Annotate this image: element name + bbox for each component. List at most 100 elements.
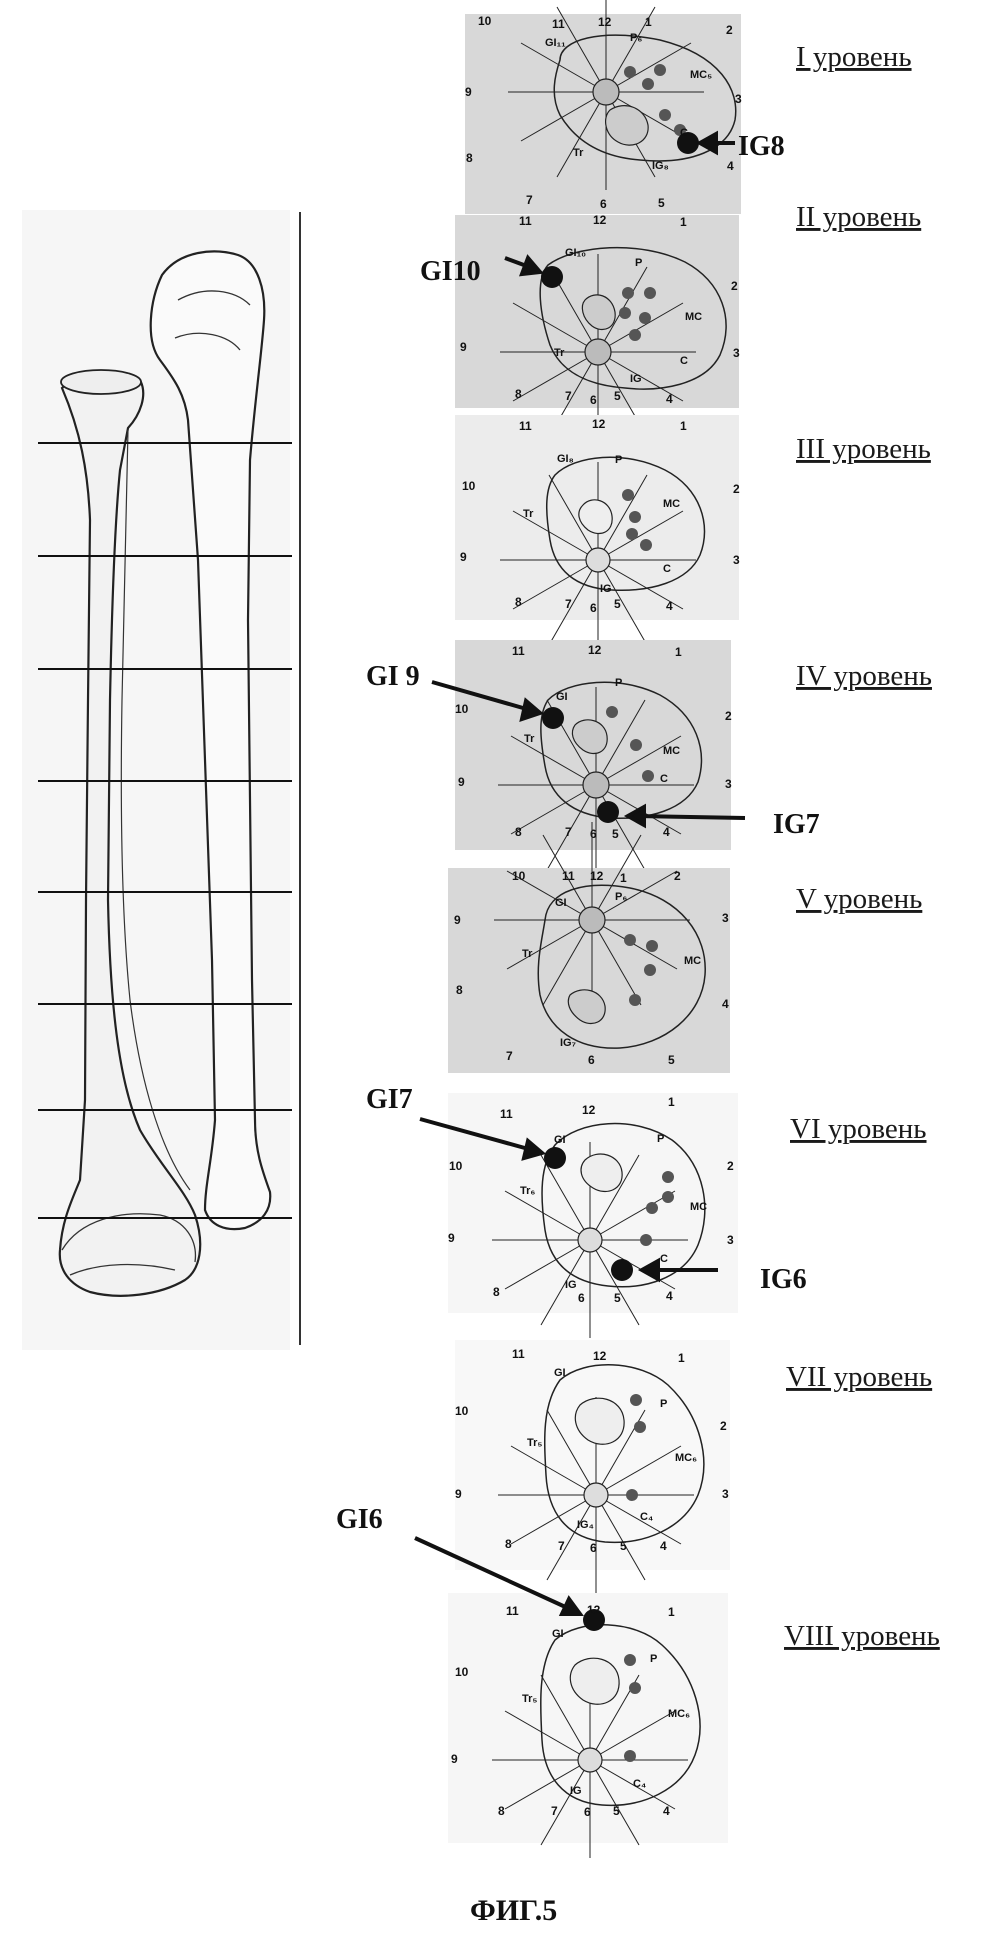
svg-text:7: 7 <box>558 1539 565 1553</box>
svg-text:8: 8 <box>498 1804 505 1818</box>
svg-text:C: C <box>660 1253 668 1265</box>
svg-text:C: C <box>680 355 688 367</box>
svg-text:1: 1 <box>668 1095 675 1109</box>
svg-text:6: 6 <box>590 1541 597 1555</box>
svg-text:10: 10 <box>455 1665 469 1679</box>
svg-text:12: 12 <box>588 643 602 657</box>
svg-text:10: 10 <box>512 869 526 883</box>
svg-text:9: 9 <box>460 340 467 354</box>
level-label-8: VIII уровень <box>784 1620 940 1652</box>
svg-text:GI₁₁: GI₁₁ <box>545 37 566 49</box>
svg-text:12: 12 <box>593 1349 607 1363</box>
svg-text:6: 6 <box>600 197 607 211</box>
svg-text:3: 3 <box>722 1487 729 1501</box>
svg-text:11: 11 <box>519 419 532 433</box>
svg-text:1: 1 <box>680 419 687 433</box>
svg-text:GI₈: GI₈ <box>557 453 574 465</box>
svg-text:6: 6 <box>590 601 597 615</box>
svg-text:11: 11 <box>512 644 525 658</box>
svg-text:12: 12 <box>587 1603 601 1617</box>
svg-text:4: 4 <box>663 825 670 839</box>
level-label-3: III уровень <box>796 433 931 465</box>
svg-text:GI: GI <box>554 1134 566 1146</box>
svg-text:8: 8 <box>466 151 473 165</box>
svg-text:8: 8 <box>493 1285 500 1299</box>
svg-text:1: 1 <box>675 645 682 659</box>
svg-text:2: 2 <box>727 1159 734 1173</box>
figure-caption: ФИГ.5 <box>470 1894 557 1927</box>
svg-text:8: 8 <box>515 825 522 839</box>
level-label-7: VII уровень <box>786 1361 932 1393</box>
svg-text:6: 6 <box>584 1805 591 1819</box>
cross-section-level-8: 1112110 987654 GIPMC₆C₄IGTr₅ <box>448 1593 728 1858</box>
svg-text:MC: MC <box>663 498 680 510</box>
svg-text:P₆: P₆ <box>630 32 642 44</box>
svg-text:9: 9 <box>458 775 465 789</box>
svg-text:5: 5 <box>620 1539 627 1553</box>
svg-text:GI: GI <box>556 691 568 703</box>
svg-text:C₄: C₄ <box>640 1511 653 1523</box>
svg-text:Tr₆: Tr₆ <box>520 1185 535 1197</box>
svg-text:3: 3 <box>733 553 740 567</box>
level-label-2: II уровень <box>796 201 921 233</box>
svg-text:6: 6 <box>590 393 597 407</box>
callout-gi6: GI6 <box>336 1504 383 1535</box>
svg-text:MC₅: MC₅ <box>690 69 712 81</box>
svg-text:2: 2 <box>725 709 732 723</box>
svg-text:C₄: C₄ <box>633 1778 646 1790</box>
svg-text:IG₇: IG₇ <box>560 1037 576 1049</box>
cross-section-level-1: 10111212 9876543 GI₁₁P₆MC₅CIG₈Tr <box>465 0 742 214</box>
callout-ig7: IG7 <box>773 809 820 840</box>
svg-text:Tr: Tr <box>573 147 584 159</box>
cross-section-level-5: 10111212 9876543 GIP₆MCIG₇Tr <box>448 822 730 1073</box>
svg-text:12: 12 <box>593 213 607 227</box>
svg-text:Tr: Tr <box>523 508 534 520</box>
svg-text:12: 12 <box>582 1103 596 1117</box>
svg-text:7: 7 <box>565 597 572 611</box>
svg-text:8: 8 <box>505 1537 512 1551</box>
svg-text:8: 8 <box>515 387 522 401</box>
svg-text:10: 10 <box>449 1159 463 1173</box>
svg-text:1: 1 <box>620 871 627 885</box>
svg-text:5: 5 <box>658 196 665 210</box>
svg-text:IG: IG <box>565 1279 577 1291</box>
cross-section-level-2: 111212 9876543 GI₁₀PMCCIGTr <box>455 213 740 450</box>
svg-text:10: 10 <box>455 1404 469 1418</box>
svg-text:P: P <box>615 454 622 466</box>
svg-text:2: 2 <box>733 482 740 496</box>
svg-text:9: 9 <box>454 913 461 927</box>
svg-text:P₆: P₆ <box>615 891 627 903</box>
svg-text:3: 3 <box>722 911 729 925</box>
svg-text:3: 3 <box>725 777 732 791</box>
svg-text:10: 10 <box>462 479 476 493</box>
svg-text:11: 11 <box>562 869 575 883</box>
svg-text:1: 1 <box>678 1351 685 1365</box>
callout-gi7: GI7 <box>366 1084 413 1115</box>
svg-text:9: 9 <box>465 85 472 99</box>
svg-text:8: 8 <box>456 983 463 997</box>
svg-text:1: 1 <box>645 15 652 29</box>
svg-text:2: 2 <box>674 869 681 883</box>
cross-section-level-7: 11121210 9876543 GIPMC₆C₄IG₄Tr₅ <box>455 1340 730 1593</box>
svg-text:9: 9 <box>460 550 467 564</box>
cross-section-level-4: 11121210 9876543 GIPMCCTr <box>455 640 732 883</box>
svg-text:GI: GI <box>552 1628 564 1640</box>
svg-text:10: 10 <box>478 14 492 28</box>
svg-text:IG: IG <box>630 373 642 385</box>
svg-text:7: 7 <box>526 193 533 207</box>
svg-text:1: 1 <box>680 215 687 229</box>
svg-text:4: 4 <box>727 159 734 173</box>
svg-text:2: 2 <box>726 23 733 37</box>
svg-text:C: C <box>680 127 688 139</box>
svg-text:9: 9 <box>448 1231 455 1245</box>
svg-text:MC: MC <box>685 311 702 323</box>
svg-text:7: 7 <box>565 389 572 403</box>
svg-text:11: 11 <box>500 1107 513 1121</box>
svg-text:4: 4 <box>666 392 673 406</box>
svg-text:MC₆: MC₆ <box>675 1452 697 1464</box>
svg-text:5: 5 <box>612 827 619 841</box>
level-label-5: V уровень <box>796 883 922 915</box>
svg-text:Tr: Tr <box>554 347 565 359</box>
cross-section-level-6: 11121210 986543 GIPMCCIGTr₆ <box>448 1093 738 1338</box>
callout-ig6: IG6 <box>760 1264 807 1295</box>
